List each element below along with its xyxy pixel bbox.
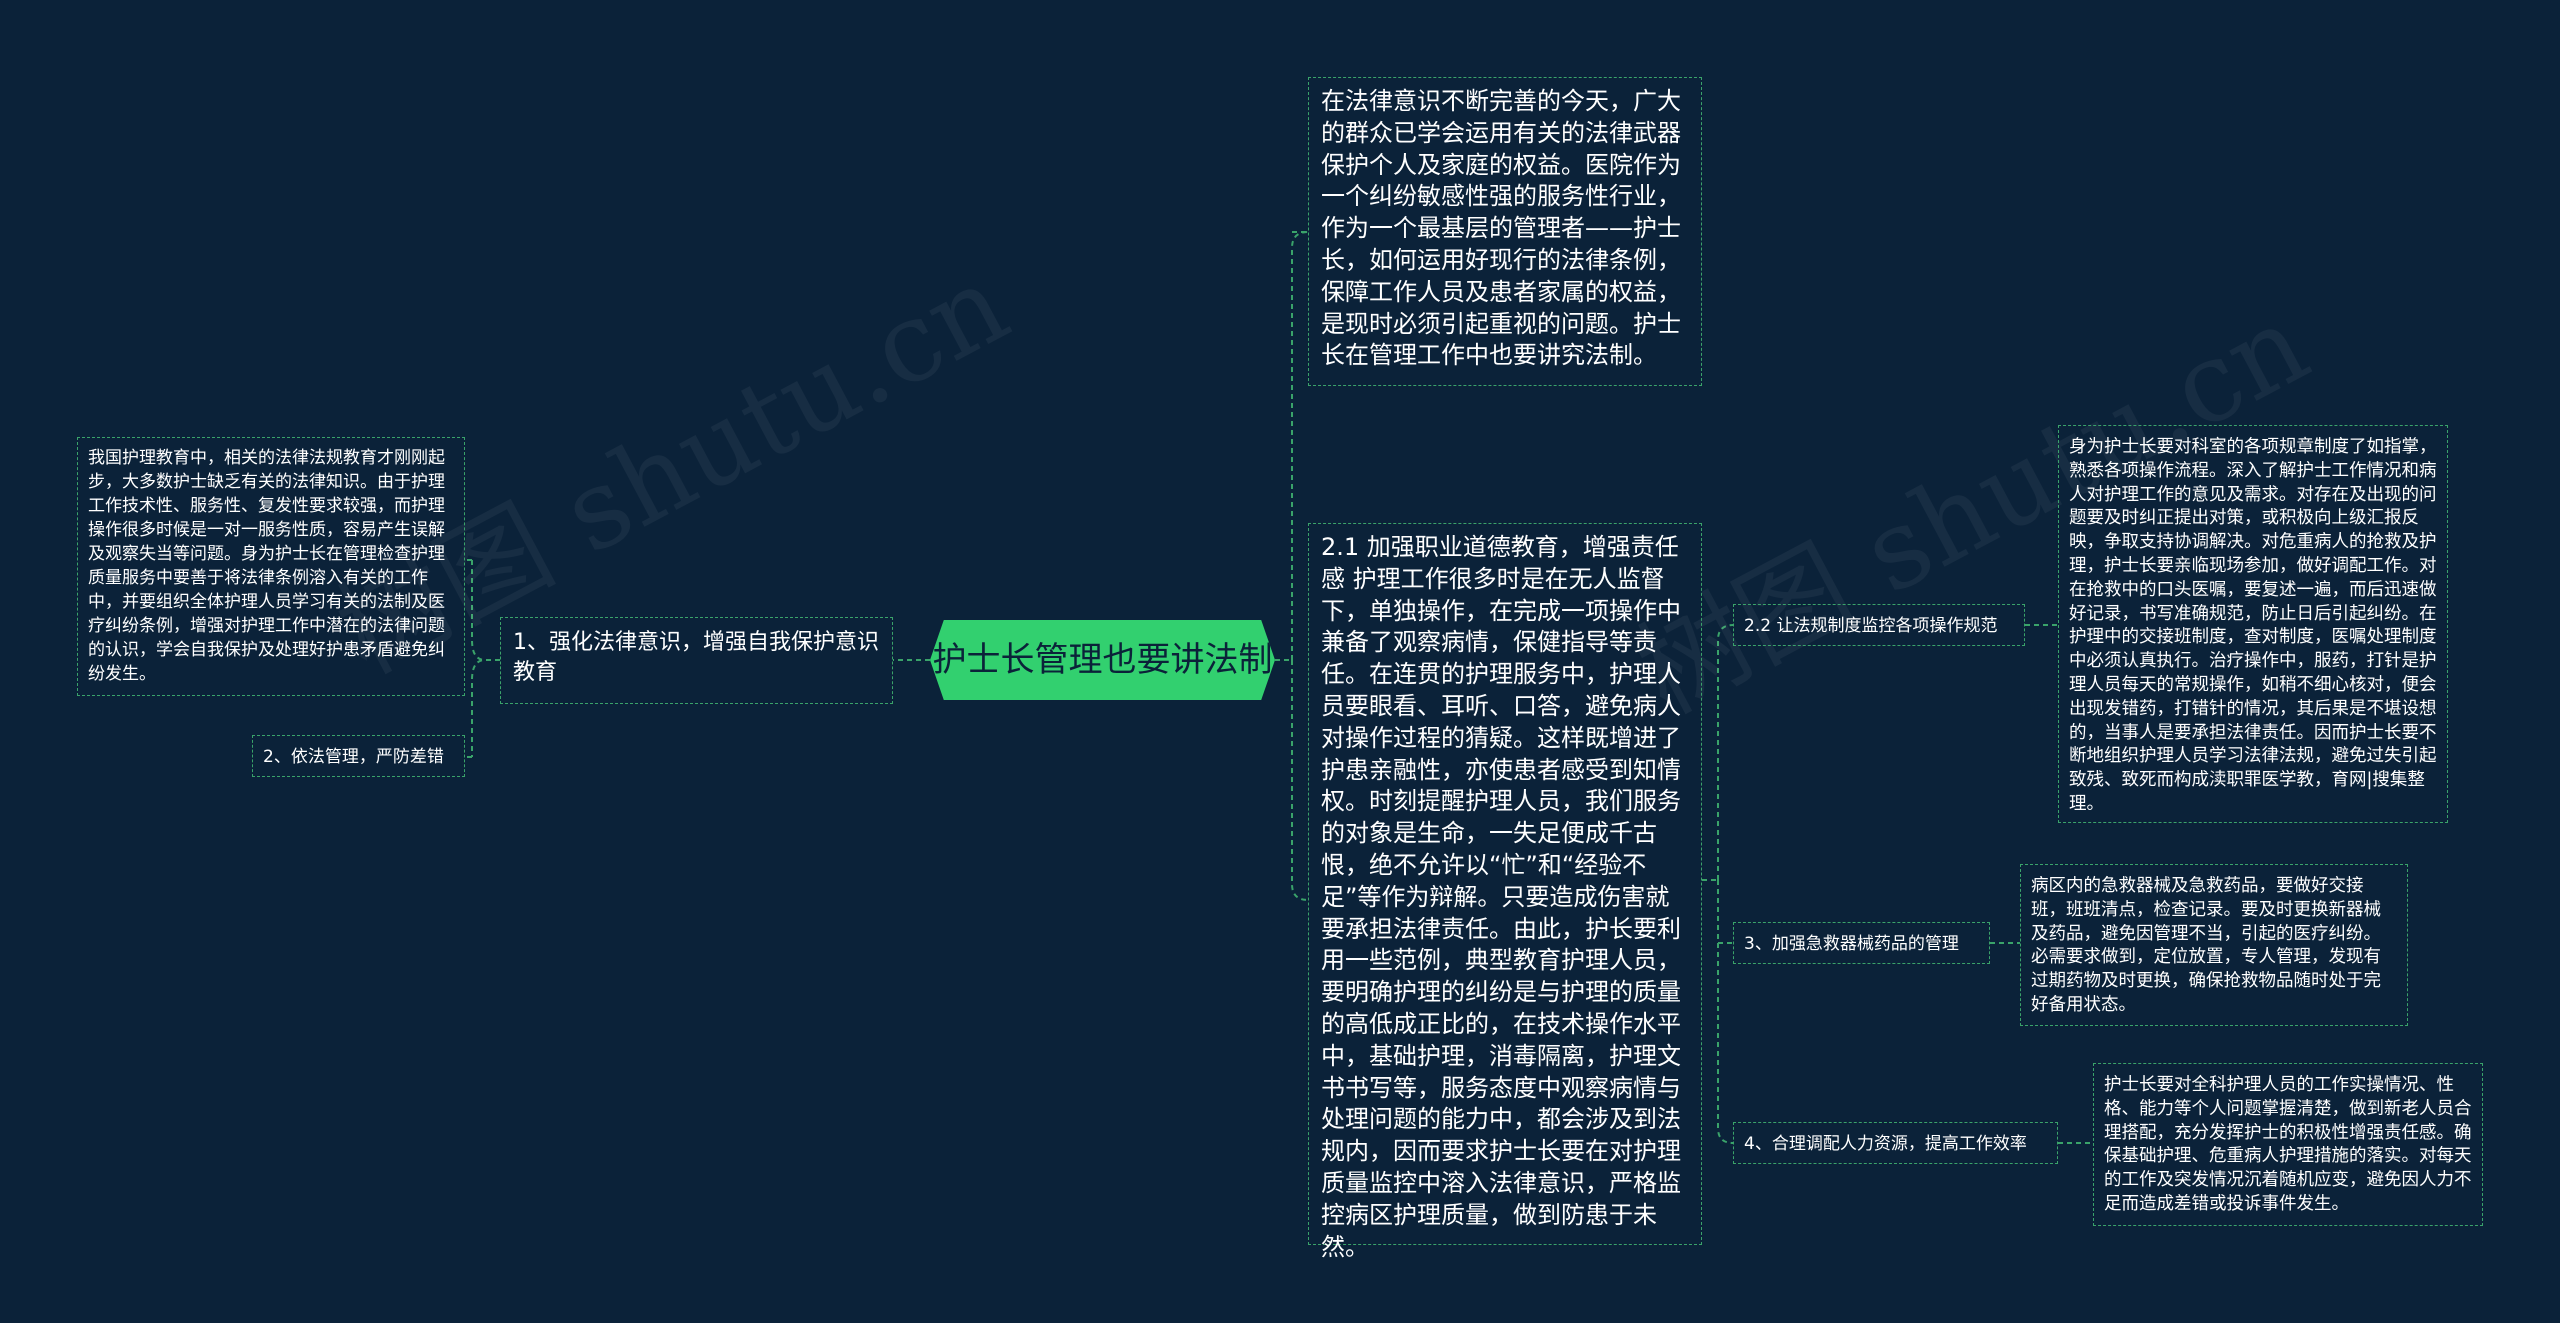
branch1-detail-node[interactable]: 我国护理教育中，相关的法律法规教育才刚刚起步，大多数护士缺乏有关的法律知识。由于… bbox=[77, 437, 465, 696]
branch2-node[interactable]: 2、依法管理，严防差错 bbox=[252, 735, 465, 777]
sub2-detail-node[interactable]: 病区内的急救器械及急救药品，要做好交接班，班班清点，检查记录。要及时更换新器械及… bbox=[2020, 864, 2408, 1026]
sub1-label-node[interactable]: 2.2 让法规制度监控各项操作规范 bbox=[1733, 604, 2025, 646]
branch1-node[interactable]: 1、强化法律意识，增强自我保护意识教育 bbox=[500, 617, 893, 704]
sub3-label-node[interactable]: 4、合理调配人力资源，提高工作效率 bbox=[1733, 1122, 2058, 1164]
connector-sub-trunk-bottom bbox=[1717, 880, 1734, 1144]
connector-right-trunk bbox=[1291, 231, 1309, 660]
connector-branch1-branch2 bbox=[471, 659, 500, 757]
intro-node[interactable]: 在法律意识不断完善的今天，广大的群众已学会运用有关的法律武器保护个人及家庭的权益… bbox=[1308, 77, 1702, 386]
sub2-label-node[interactable]: 3、加强急救器械药品的管理 bbox=[1733, 922, 1990, 964]
sub1-detail-node[interactable]: 身为护士长要对科室的各项规章制度了如指掌，熟悉各项操作流程。深入了解护士工作情况… bbox=[2058, 425, 2448, 823]
ethics-node[interactable]: 2.1 加强职业道德教育，增强责任感 护理工作很多时是在无人监督下，单独操作，在… bbox=[1308, 523, 1702, 1261]
connector-trunk-ethics bbox=[1291, 660, 1309, 901]
connector-sub-trunk-top bbox=[1717, 624, 1734, 880]
root-node[interactable]: 护士长管理也要讲法制 bbox=[930, 620, 1275, 700]
sub3-detail-node[interactable]: 护士长要对全科护理人员的工作实操情况、性格、能力等个人问题掌握清楚，做到新老人员… bbox=[2093, 1063, 2483, 1226]
